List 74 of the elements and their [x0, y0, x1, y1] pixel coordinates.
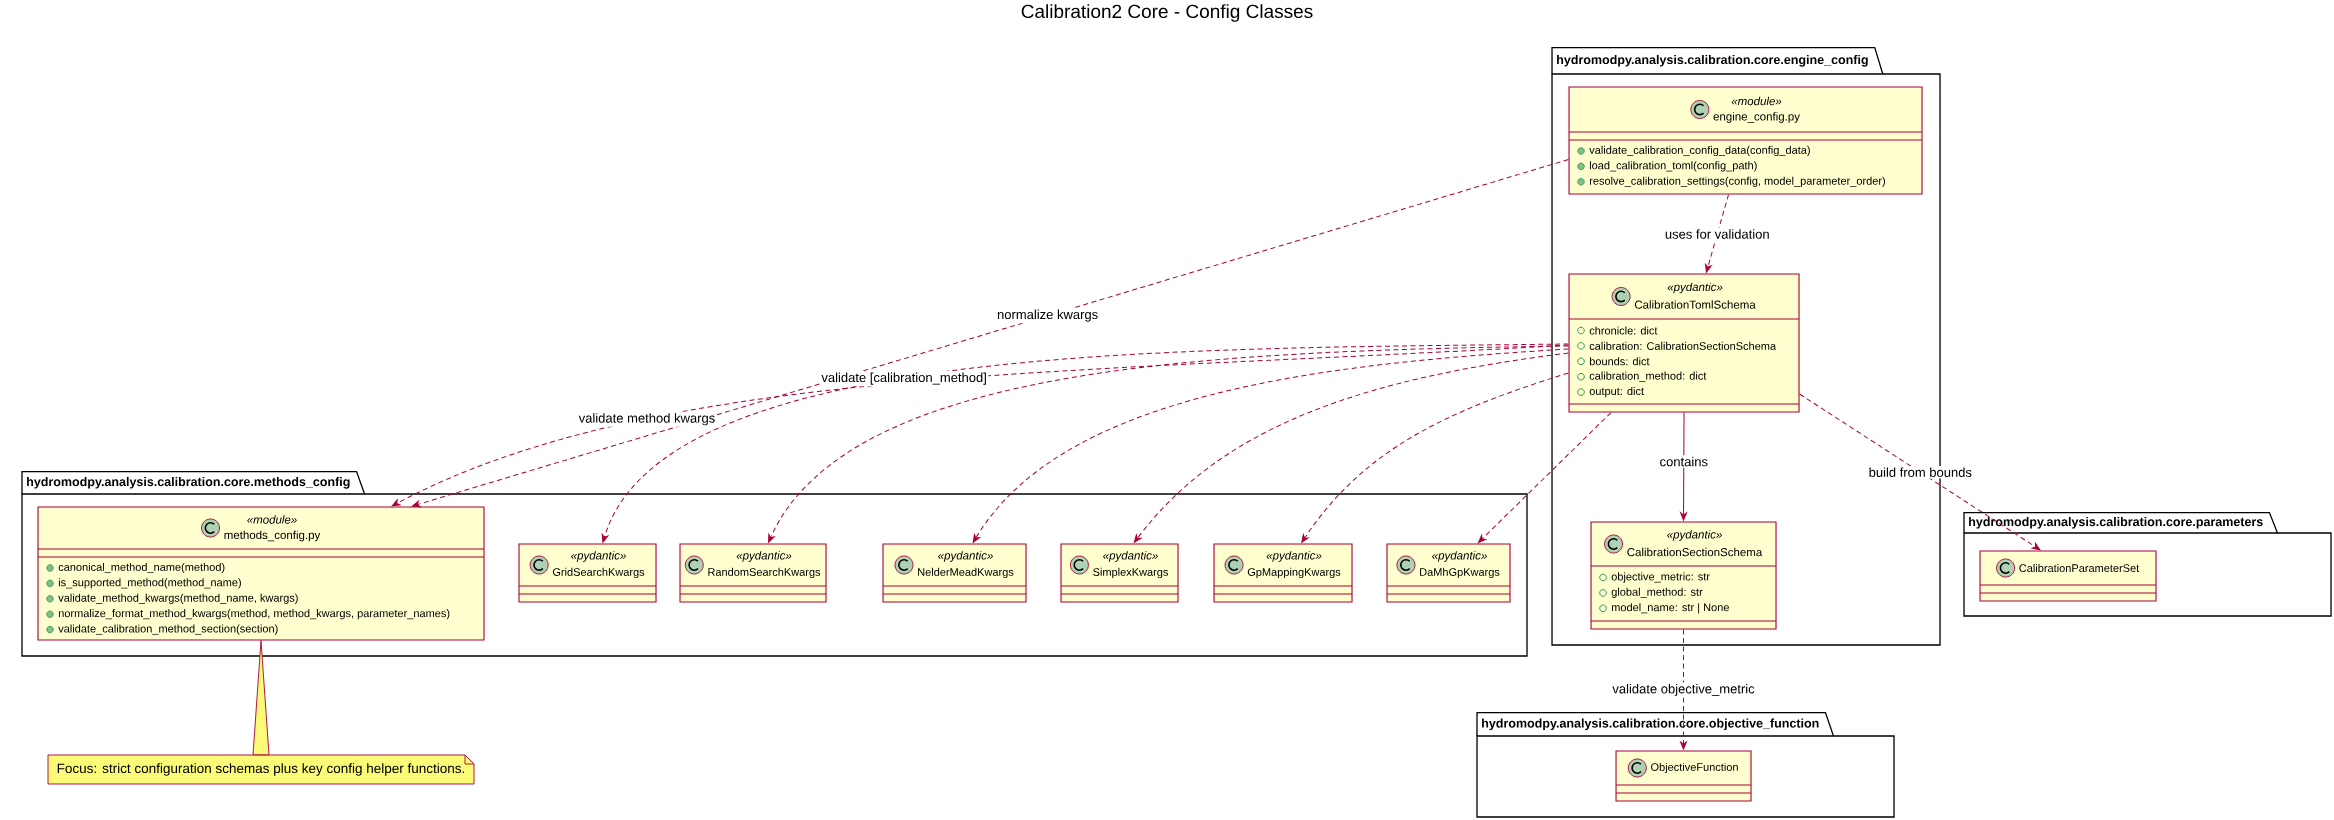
member-text: calibration: CalibrationSectionSchema [1589, 341, 1777, 350]
member-text: objective_metric: str [1611, 572, 1710, 583]
arrow [601, 343, 1569, 543]
class-box [1979, 550, 2157, 602]
class-name: SimplexKwargs [1093, 567, 1168, 579]
stereotype-label: «pydantic» [736, 551, 792, 562]
member-text: validate_method_kwargs(method_name, kwargs) [58, 593, 298, 604]
member-text: canonical_method_name(method) [58, 562, 225, 574]
edge-label: uses for validation [1663, 227, 1772, 241]
edge-label: normalize kwargs [995, 308, 1100, 324]
edge-label: validate [calibration_method] [819, 371, 989, 387]
class-name: CalibrationParameterSet [2019, 563, 2140, 573]
class-name: methods_config.py [224, 530, 321, 542]
edge-label: validate method kwargs [577, 411, 717, 427]
class-box [1590, 521, 1777, 630]
member-text: load_calibration_toml(config_path) [1589, 161, 1757, 172]
edge-label: contains [1658, 455, 1710, 468]
stereotype-label: «module» [247, 515, 297, 524]
arrow [1799, 393, 2041, 551]
diagram-title: Calibration2 Core - Config Classes [1021, 4, 1313, 22]
class-name: NelderMeadKwargs [918, 567, 1014, 579]
class-box [1568, 86, 1923, 195]
class-name: ObjectiveFunction [1651, 762, 1738, 774]
member-text: calibration_method: dict [1589, 371, 1707, 382]
class-box [37, 506, 485, 641]
class-box [518, 543, 657, 603]
arrow [1301, 372, 1569, 543]
node-label: hydromodpy.analysis.calibration.core.methods_config [27, 476, 350, 489]
member-text: global_method: str [1611, 587, 1703, 598]
stereotype-label: «pydantic» [1667, 282, 1723, 294]
node-label: hydromodpy.analysis.calibration.core.parameters [1969, 516, 2263, 529]
class-name: CalibrationSectionSchema [1627, 547, 1763, 557]
class-name: GpMappingKwargs [1247, 567, 1341, 579]
class-name: engine_config.py [1713, 112, 1800, 123]
stereotype-label: «module» [1731, 96, 1782, 106]
class-box [1213, 543, 1353, 603]
edge-label: build from bounds [1867, 465, 1974, 479]
member-text: resolve_calibration_settings(config, model_parameter_order) [1589, 176, 1885, 187]
class-box [1060, 543, 1179, 603]
class-box [1386, 543, 1511, 603]
class-name: CalibrationTomlSchema [1634, 300, 1756, 309]
class-name: DaMhGpKwargs [1420, 567, 1500, 579]
arrow [1705, 194, 1729, 273]
stereotype-label: «pydantic» [571, 551, 626, 562]
member-text: validate_calibration_method_section(section) [58, 624, 278, 635]
arrow [1680, 629, 1687, 750]
stereotype-label: «pydantic» [1432, 551, 1487, 562]
node-label: hydromodpy.analysis.calibration.core.objective_function [1482, 718, 1819, 731]
class-box [882, 543, 1027, 603]
member-text: bounds: dict [1589, 357, 1650, 366]
class-box [679, 543, 827, 603]
member-text: chronicle: dict [1589, 326, 1658, 335]
stereotype-label: «pydantic» [1103, 551, 1158, 562]
stereotype-label: «pydantic» [938, 551, 993, 562]
arrow [1478, 412, 1612, 543]
stereotype-label: «pydantic» [1667, 530, 1722, 541]
arrow [768, 345, 1569, 543]
class-box [1568, 273, 1800, 413]
arrow [1680, 412, 1687, 521]
member-text: is_supported_method(method_name) [58, 578, 241, 589]
note-connector [252, 640, 270, 756]
edge-label: validate objective_metric [1610, 682, 1757, 698]
member-text: validate_calibration_config_data(config_data) [1589, 145, 1810, 157]
arrow [972, 348, 1569, 543]
member-text: normalize_format_method_kwargs(method, method_kwargs, parameter_names) [58, 609, 450, 620]
class-box [1615, 750, 1752, 802]
member-text: model_name: str | None [1611, 603, 1729, 614]
arrow [1133, 352, 1569, 543]
node-label: hydromodpy.analysis.calibration.core.engine_config [1557, 54, 1868, 67]
stereotype-label: «pydantic» [1266, 551, 1322, 562]
class-name: RandomSearchKwargs [708, 567, 821, 579]
member-text: output: dict [1589, 386, 1644, 398]
class-name: GridSearchKwargs [552, 567, 645, 579]
arrow [411, 159, 1569, 508]
